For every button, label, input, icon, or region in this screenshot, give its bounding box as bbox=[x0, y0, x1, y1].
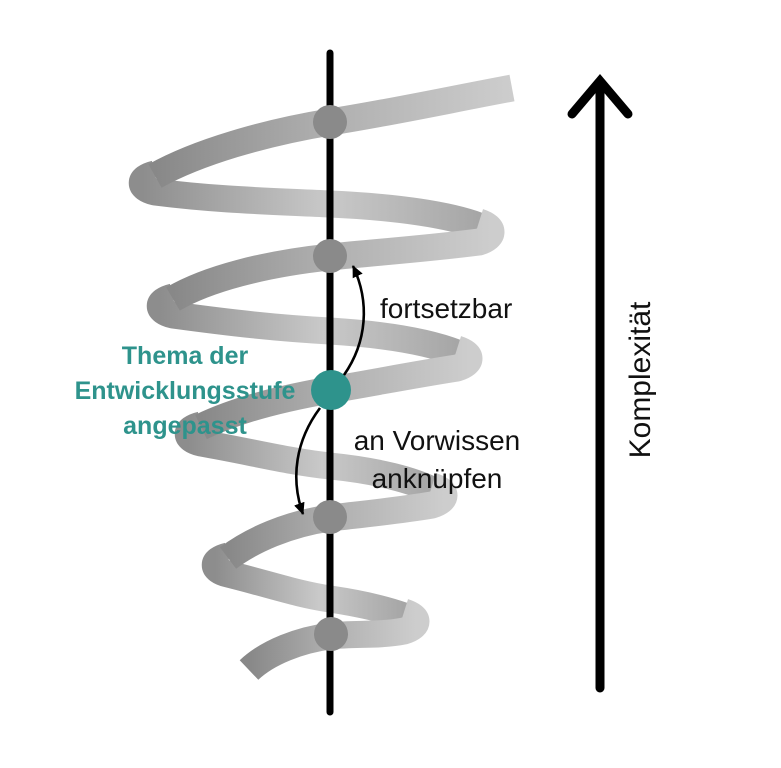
theme-label: Thema der Entwicklungsstufe angepasst bbox=[75, 342, 296, 440]
milestone-dot-5 bbox=[314, 617, 348, 651]
milestone-dots bbox=[311, 105, 351, 651]
prior-annotation-line2: anknüpfen bbox=[372, 463, 503, 494]
milestone-dot-1 bbox=[313, 105, 347, 139]
ribbon-front-segment-1 bbox=[166, 209, 505, 311]
ribbon-front-segment-3 bbox=[219, 473, 457, 569]
continue-up-arrow bbox=[342, 265, 366, 376]
complexity-axis-label: Komplexität bbox=[624, 301, 657, 458]
ribbon-front-segment-4 bbox=[239, 599, 429, 681]
prior-annotation-line1: an Vorwissen bbox=[354, 425, 521, 456]
current-stage-dot bbox=[311, 370, 351, 410]
spiral-ribbon-back bbox=[129, 160, 484, 629]
prior-annotation: an Vorwissen anknüpfen bbox=[354, 425, 521, 494]
milestone-dot-2 bbox=[313, 239, 347, 273]
forward-annotation: fortsetzbar bbox=[380, 293, 512, 324]
complexity-axis-arrow bbox=[567, 74, 633, 693]
ribbon-back-segment-2 bbox=[147, 283, 462, 366]
complexity-arrowhead-icon bbox=[567, 74, 633, 119]
theme-label-line3: angepasst bbox=[123, 412, 247, 440]
ribbon-back-segment-1 bbox=[129, 160, 484, 239]
ribbon-back-segment-3 bbox=[175, 411, 439, 503]
theme-label-line2: Entwicklungsstufe bbox=[75, 377, 296, 405]
ribbon-back-segment-4 bbox=[202, 542, 409, 629]
milestone-dot-4 bbox=[313, 500, 347, 534]
prior-knowledge-down-arrow bbox=[294, 407, 322, 515]
theme-label-line1: Thema der bbox=[122, 342, 249, 370]
ribbon-front-segment-2 bbox=[195, 336, 482, 440]
